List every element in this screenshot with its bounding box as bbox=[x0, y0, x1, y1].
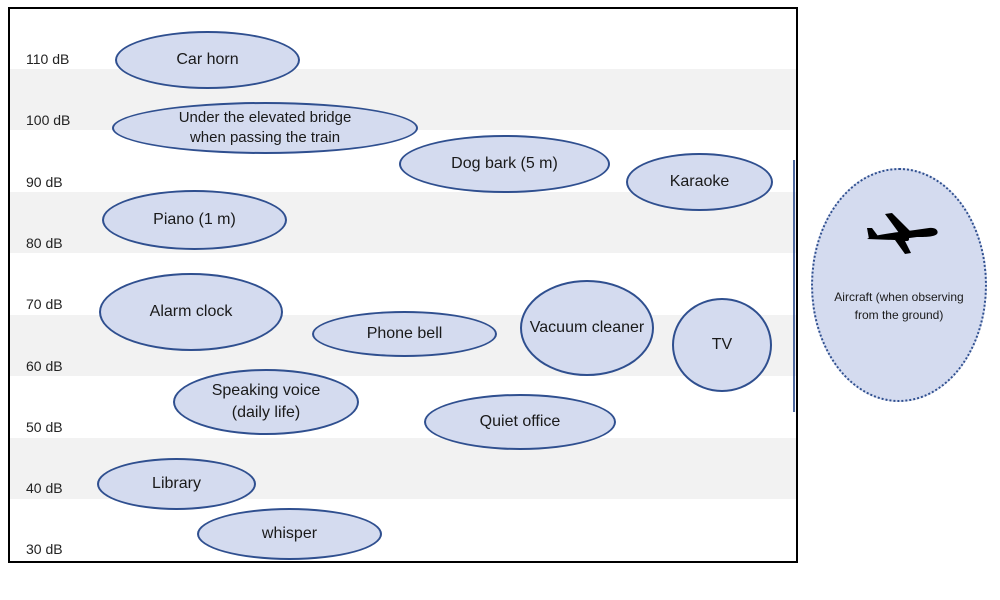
vacuum-cleaner-label: Vacuum cleaner bbox=[529, 319, 645, 336]
whisper-label: whisper bbox=[261, 525, 318, 542]
alarm-clock-label: Alarm clock bbox=[149, 303, 233, 320]
bubble-quiet-office: Quiet office bbox=[424, 394, 616, 450]
scale-label-80: 80 dB bbox=[26, 235, 63, 251]
elevated-bridge-label-line1: Under the elevated bridge bbox=[178, 109, 352, 126]
decibel-scale-frame: 110 dB 100 dB 90 dB 80 dB 70 dB 60 dB 50… bbox=[8, 7, 798, 563]
tv-label: TV bbox=[711, 336, 733, 353]
car-horn-label: Car horn bbox=[176, 51, 239, 68]
scale-label-90: 90 dB bbox=[26, 174, 63, 190]
aircraft-label: Aircraft (when observing from the ground… bbox=[819, 288, 979, 324]
scale-label-60: 60 dB bbox=[26, 358, 63, 374]
bubble-alarm-clock: Alarm clock bbox=[99, 273, 283, 351]
aircraft-label-line1: Aircraft (when observing bbox=[834, 290, 964, 304]
speaking-voice-label-line1: Speaking voice bbox=[211, 382, 321, 399]
bubble-karaoke: Karaoke bbox=[626, 153, 773, 211]
speaking-voice-label-line2: (daily life) bbox=[231, 404, 301, 421]
karaoke-label: Karaoke bbox=[669, 173, 730, 190]
bubble-whisper: whisper bbox=[197, 508, 382, 560]
scale-label-40: 40 dB bbox=[26, 480, 63, 496]
phone-bell-label: Phone bell bbox=[366, 325, 443, 342]
bubble-library: Library bbox=[97, 458, 256, 510]
bubble-dog-bark: Dog bark (5 m) bbox=[399, 135, 610, 193]
aircraft-label-line2: from the ground) bbox=[854, 308, 944, 322]
library-label: Library bbox=[152, 475, 201, 492]
dog-bark-label: Dog bark (5 m) bbox=[451, 155, 558, 172]
scale-label-100: 100 dB bbox=[26, 112, 71, 128]
bubble-piano: Piano (1 m) bbox=[102, 190, 287, 250]
bubble-speaking-voice: Speaking voice (daily life) bbox=[173, 369, 359, 435]
bubble-vacuum-cleaner: Vacuum cleaner bbox=[520, 280, 654, 376]
piano-label: Piano (1 m) bbox=[153, 211, 236, 228]
bubble-car-horn: Car horn bbox=[115, 31, 300, 89]
scale-label-110: 110 dB bbox=[26, 51, 70, 67]
bubble-elevated-bridge: Under the elevated bridge when passing t… bbox=[112, 102, 418, 154]
bubble-tv: TV bbox=[672, 298, 772, 392]
quiet-office-label: Quiet office bbox=[479, 413, 561, 430]
scale-label-30: 30 dB bbox=[26, 541, 63, 557]
airplane-icon bbox=[867, 213, 938, 254]
bubble-aircraft: Aircraft (when observing from the ground… bbox=[811, 168, 987, 402]
aircraft-divider-line bbox=[793, 160, 795, 412]
scale-label-70: 70 dB bbox=[26, 296, 63, 312]
bubble-phone-bell: Phone bell bbox=[312, 311, 497, 357]
elevated-bridge-label-line2: when passing the train bbox=[189, 129, 341, 146]
scale-label-50: 50 dB bbox=[26, 419, 63, 435]
